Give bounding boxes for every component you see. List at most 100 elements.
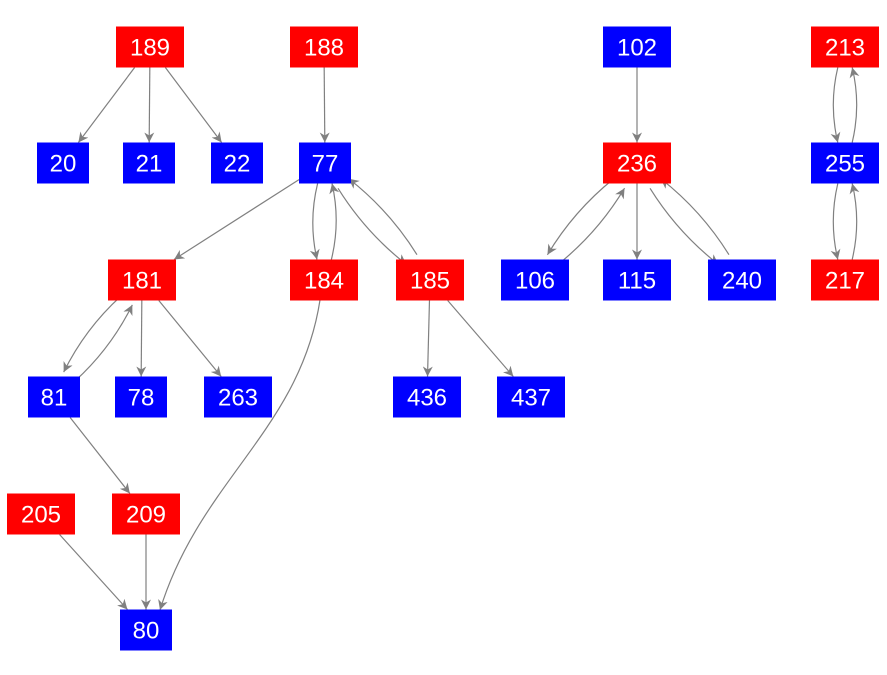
node-box	[811, 259, 879, 301]
node-box	[290, 26, 358, 68]
node-label: 217	[825, 268, 865, 295]
node-label: 436	[407, 385, 447, 412]
node-181: 181	[108, 259, 176, 301]
node-box	[501, 259, 569, 301]
edge-77-to-185	[337, 187, 407, 265]
node-box	[28, 376, 80, 418]
edges	[59, 67, 860, 611]
node-box	[603, 26, 671, 68]
node-box	[811, 26, 879, 68]
edge-255-to-217	[830, 183, 841, 260]
edge-217-to-255	[849, 183, 860, 260]
node-label: 185	[410, 268, 450, 295]
node-102: 102	[603, 26, 671, 68]
edge-181-to-263	[158, 300, 222, 377]
edge-185-to-436	[422, 300, 433, 377]
edge-81-to-209	[69, 417, 131, 494]
node-81: 81	[28, 376, 80, 418]
node-240: 240	[708, 259, 776, 301]
node-189: 189	[116, 26, 184, 68]
node-label: 115	[618, 268, 656, 295]
node-label: 255	[825, 151, 865, 178]
node-label: 437	[511, 385, 551, 412]
edge-205-to-80	[59, 534, 128, 610]
edge-188-to-77	[319, 67, 330, 143]
node-box	[7, 493, 75, 535]
node-box	[708, 259, 776, 301]
node-236: 236	[603, 142, 671, 184]
edge-236-to-240	[649, 187, 719, 265]
edge-184-to-80	[158, 299, 321, 611]
node-20: 20	[37, 142, 89, 184]
node-box	[120, 609, 172, 651]
node-label: 263	[218, 385, 258, 412]
node-80: 80	[120, 609, 172, 651]
node-label: 213	[825, 35, 865, 62]
edge-181-to-81	[63, 295, 122, 373]
node-label: 205	[21, 502, 61, 529]
node-label: 188	[304, 35, 344, 62]
node-label: 21	[136, 151, 163, 178]
node-box	[603, 259, 671, 301]
node-box	[396, 259, 464, 301]
node-label: 80	[133, 618, 160, 645]
edge-189-to-21	[144, 67, 155, 143]
node-217: 217	[811, 259, 879, 301]
node-label: 102	[617, 35, 657, 62]
edge-106-to-236	[557, 187, 626, 265]
node-label: 78	[128, 385, 155, 412]
node-209: 209	[112, 493, 180, 535]
node-21: 21	[123, 142, 175, 184]
node-205: 205	[7, 493, 75, 535]
edge-185-to-77	[348, 178, 418, 256]
edge-189-to-20	[77, 67, 136, 143]
edge-184-to-77	[329, 183, 340, 260]
node-label: 236	[617, 151, 657, 178]
edge-236-to-106	[546, 178, 615, 256]
edge-255-to-213	[849, 67, 860, 143]
node-106: 106	[501, 259, 569, 301]
node-box	[112, 493, 180, 535]
node-77: 77	[299, 142, 351, 184]
node-box	[393, 376, 461, 418]
node-label: 77	[312, 151, 339, 178]
edge-77-to-181	[173, 179, 300, 261]
nodes: 189 188 102 213 20 21 22 77 236 255 181 184 185 106 11…	[7, 26, 879, 651]
node-box	[299, 142, 351, 184]
node-255: 255	[811, 142, 879, 184]
edge-81-to-181	[74, 304, 133, 382]
node-label: 81	[41, 385, 68, 412]
node-box	[603, 142, 671, 184]
node-22: 22	[211, 142, 263, 184]
edge-185-to-437	[447, 300, 514, 377]
node-78: 78	[115, 376, 167, 418]
edge-189-to-22	[164, 67, 223, 143]
edge-181-to-78	[136, 300, 147, 377]
node-115: 115	[603, 259, 671, 301]
edge-213-to-255	[830, 67, 841, 143]
node-label: 184	[304, 268, 344, 295]
node-box	[811, 142, 879, 184]
node-label: 106	[515, 268, 555, 295]
node-263: 263	[204, 376, 272, 418]
node-label: 189	[130, 35, 170, 62]
edge-77-to-184	[309, 183, 320, 260]
node-box	[497, 376, 565, 418]
node-label: 181	[122, 268, 162, 295]
node-box	[37, 142, 89, 184]
node-label: 209	[126, 502, 166, 529]
node-box	[204, 376, 272, 418]
node-label: 240	[722, 268, 762, 295]
node-437: 437	[497, 376, 565, 418]
node-box	[123, 142, 175, 184]
node-label: 22	[224, 151, 251, 178]
node-box	[115, 376, 167, 418]
node-184: 184	[290, 259, 358, 301]
edge-240-to-236	[660, 178, 730, 256]
node-188: 188	[290, 26, 358, 68]
node-box	[290, 259, 358, 301]
node-box	[108, 259, 176, 301]
node-213: 213	[811, 26, 879, 68]
node-436: 436	[393, 376, 461, 418]
